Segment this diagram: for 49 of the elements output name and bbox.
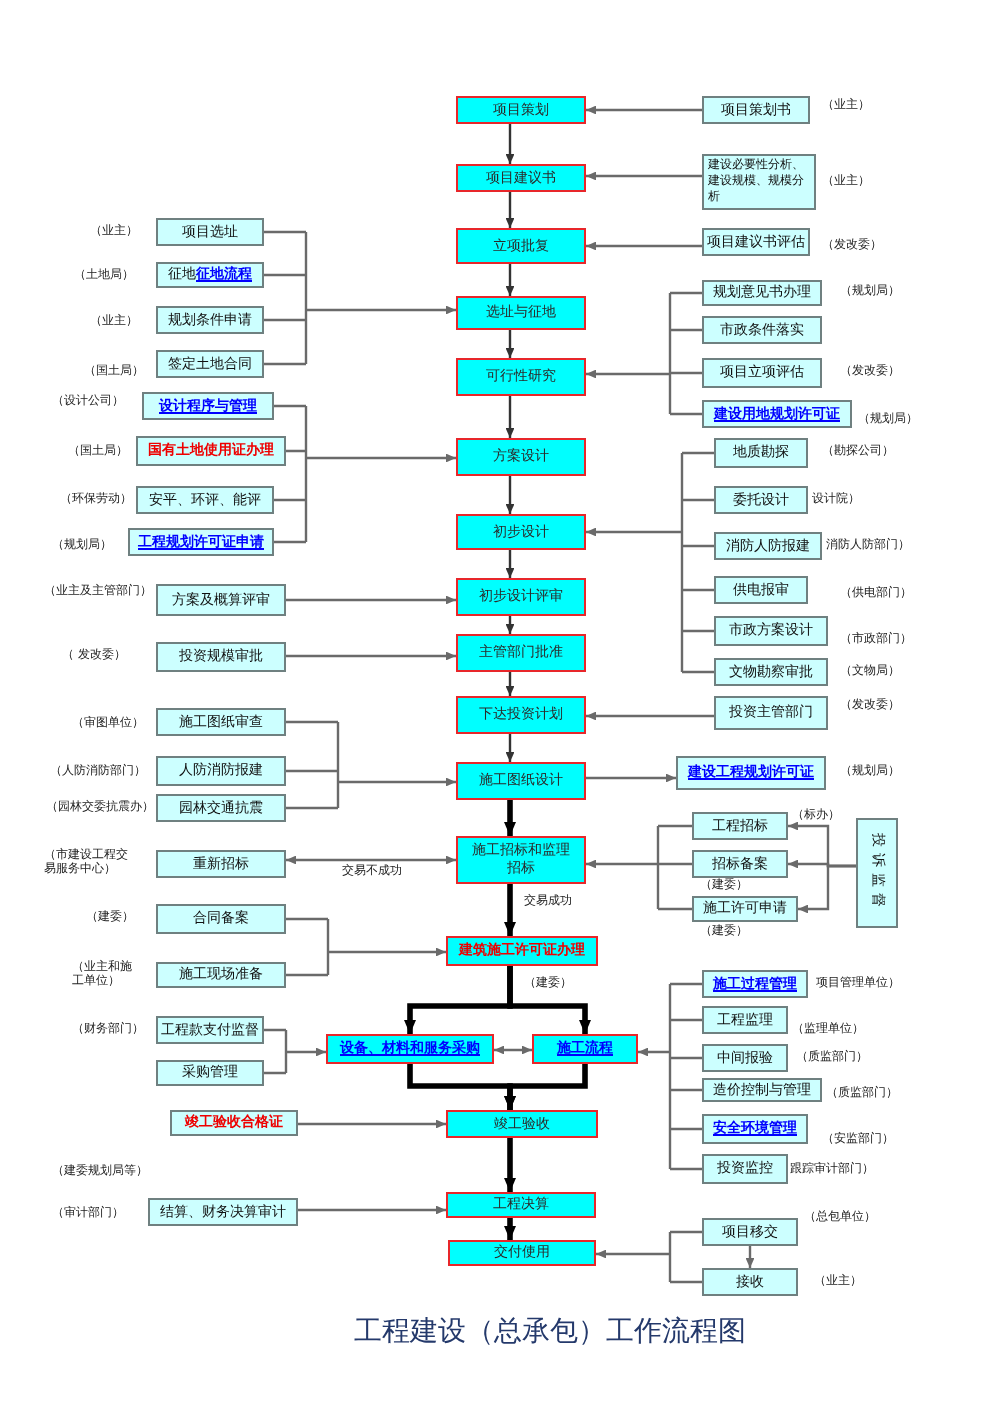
arrow: [298, 1119, 446, 1129]
arrow: [505, 672, 515, 696]
arrow: [584, 291, 704, 416]
task-box: [702, 1114, 808, 1144]
arrow: [284, 917, 448, 977]
arrow: [745, 1246, 755, 1268]
arrow: [505, 330, 515, 358]
arrow: [504, 884, 516, 936]
task-box: [702, 400, 852, 428]
process-box: [326, 1034, 494, 1064]
arrow: [504, 1218, 516, 1240]
arrow: [505, 476, 515, 514]
arrow: [586, 241, 702, 251]
title: 工程建设（总承包）工作流程图: [354, 1314, 746, 1350]
task-box: [156, 262, 264, 288]
process-box: [532, 1034, 638, 1064]
task-box: [676, 756, 826, 790]
arrow: [286, 855, 456, 865]
arrow: [504, 800, 516, 836]
arrow: [505, 264, 515, 296]
arrow: [505, 192, 515, 228]
arrow: [494, 1045, 532, 1055]
arrow: [594, 1230, 704, 1284]
arrow: [507, 966, 591, 1034]
arrow: [586, 171, 702, 181]
task-box: [128, 528, 274, 556]
arrow: [284, 720, 458, 810]
arrow: [505, 550, 515, 578]
arrow: [584, 451, 716, 674]
arrow: [504, 1138, 516, 1192]
arrow: [586, 105, 702, 115]
arrow: [505, 734, 515, 762]
arrow: [272, 404, 458, 544]
arrow: [505, 616, 515, 634]
arrow: [798, 864, 856, 914]
arrow: [262, 1028, 328, 1075]
task-box: [702, 970, 808, 998]
task-box: [142, 392, 274, 420]
arrow: [298, 1205, 446, 1215]
arrow: [586, 773, 676, 783]
arrow: [262, 230, 458, 366]
arrow: [636, 982, 704, 1171]
arrow: [505, 396, 515, 438]
arrow: [586, 711, 714, 721]
arrow: [584, 824, 694, 911]
arrow: [286, 595, 456, 605]
arrow: [505, 124, 515, 164]
arrow: [286, 651, 456, 661]
arrow: [504, 1064, 588, 1110]
